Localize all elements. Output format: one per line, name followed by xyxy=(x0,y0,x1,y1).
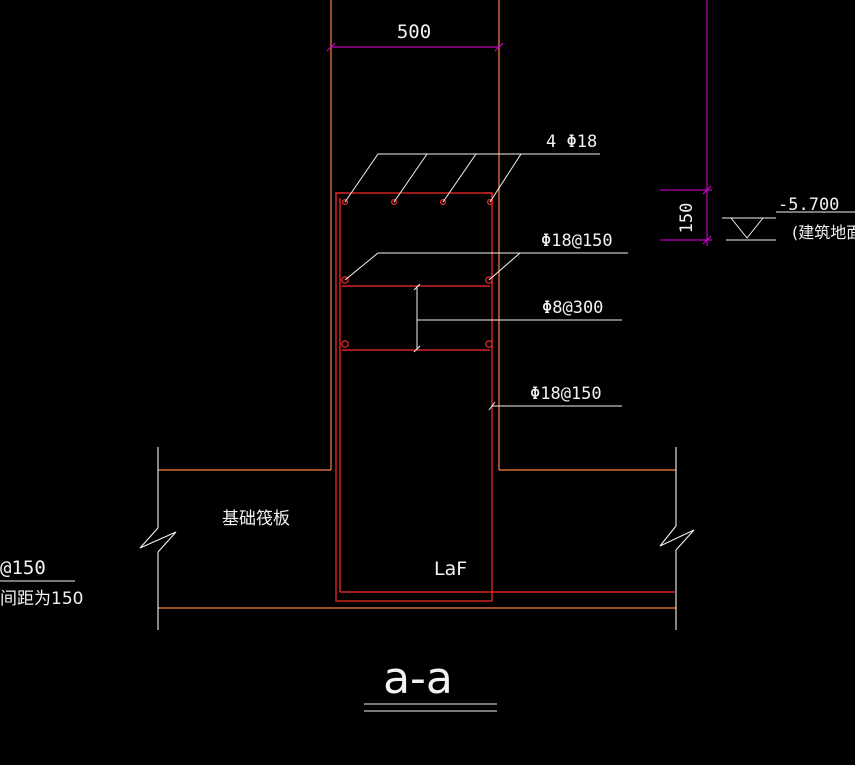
leader-lines xyxy=(0,153,855,582)
rebar-side-lower-label: Φ18@150 xyxy=(530,384,602,404)
elevation-value: -5.700 xyxy=(778,195,839,215)
dimension-lines xyxy=(326,0,712,246)
anchorage-label: LaF xyxy=(434,558,467,580)
title-underline xyxy=(364,703,497,712)
left-label-1: @150 xyxy=(0,557,46,579)
section-title: a-a xyxy=(383,653,453,704)
rebar-cage xyxy=(335,192,676,602)
rebar-tie-label: Φ8@300 xyxy=(542,298,603,318)
dimension-width-label: 500 xyxy=(397,21,431,43)
concrete-outline xyxy=(158,0,676,609)
raft-break-lines xyxy=(139,447,695,630)
elevation-marker xyxy=(722,217,776,241)
dimension-height-label: 150 xyxy=(677,203,697,234)
elevation-note: (建筑地面 xyxy=(792,223,855,242)
rebar-top-label: 4 Φ18 xyxy=(546,132,597,152)
rebar-side-upper-label: Φ18@150 xyxy=(541,231,613,251)
raft-label: 基础筏板 xyxy=(222,509,290,529)
left-label-2: 间距为150 xyxy=(0,589,83,609)
